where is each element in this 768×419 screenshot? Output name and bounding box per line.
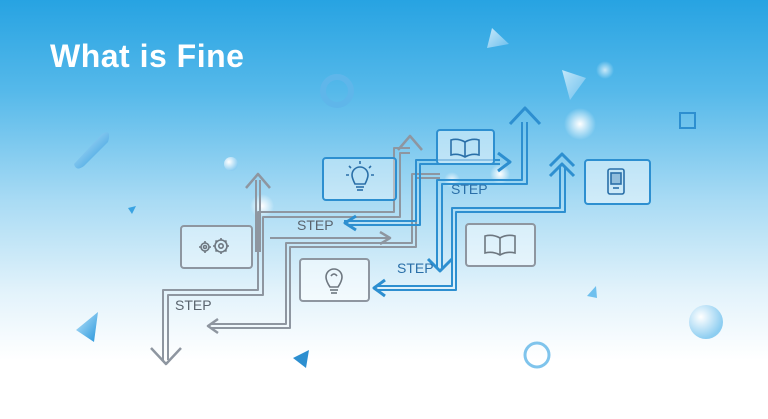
double-chevron-up-icon — [548, 152, 576, 168]
arrow-down-icon — [150, 347, 182, 366]
gear-icon — [199, 238, 229, 254]
ring-decoration — [320, 74, 354, 108]
tablet-icon — [607, 168, 625, 195]
step-label: STEP — [397, 260, 434, 276]
triangle-decoration — [487, 28, 509, 48]
step-label: STEP — [297, 217, 334, 233]
blue-path-a-2 — [344, 159, 500, 222]
arrow-up-icon — [245, 172, 271, 189]
shard-decoration — [74, 132, 110, 169]
triangle-decoration — [562, 70, 586, 100]
triangle-decoration — [587, 286, 597, 298]
arrow-left-icon — [206, 317, 219, 335]
sphere-decoration — [689, 305, 723, 339]
book-icon — [484, 234, 516, 256]
arrow-up-icon — [397, 134, 423, 151]
lightbulb-icon — [346, 161, 374, 191]
square-decoration — [679, 112, 696, 129]
sphere-decoration — [224, 157, 238, 171]
blue-arrowheads — [343, 106, 576, 298]
book-top-box — [436, 129, 495, 165]
tablet-box — [584, 159, 651, 205]
blue-path-c-2 — [378, 166, 566, 291]
arrow-left-icon — [372, 278, 386, 298]
triangle-decoration — [128, 206, 136, 214]
lightbulb-bottom-box — [299, 258, 370, 302]
book-right-box — [465, 223, 536, 267]
lightbulb-top-box — [322, 157, 397, 201]
ring-decoration — [523, 341, 551, 369]
glow-decoration — [596, 61, 614, 79]
shard-decoration — [76, 312, 98, 342]
gray-path-outer-2 — [167, 152, 410, 360]
arrow-up-icon — [508, 106, 542, 126]
blue-path-b-2 — [441, 122, 528, 268]
lightbulb-icon — [325, 268, 343, 294]
step-label: STEP — [451, 181, 488, 197]
glow-decoration — [564, 108, 596, 140]
gray-arrowheads — [150, 134, 423, 366]
gears-box — [180, 225, 253, 269]
step-label: STEP — [175, 297, 212, 313]
arrow-left-icon — [343, 214, 357, 232]
arrow-right-icon — [497, 151, 512, 173]
double-chevron-up-icon — [548, 162, 576, 178]
glow-decoration — [250, 194, 274, 218]
triangle-decoration — [293, 350, 309, 368]
blue-path-b — [436, 122, 523, 268]
gray-path-outer — [162, 147, 410, 360]
arrow-down-icon — [426, 257, 454, 273]
blue-path-c — [378, 166, 561, 287]
book-icon — [450, 138, 480, 158]
slide-title: What is Fine — [50, 38, 245, 74]
arrow-right-icon — [379, 230, 392, 246]
